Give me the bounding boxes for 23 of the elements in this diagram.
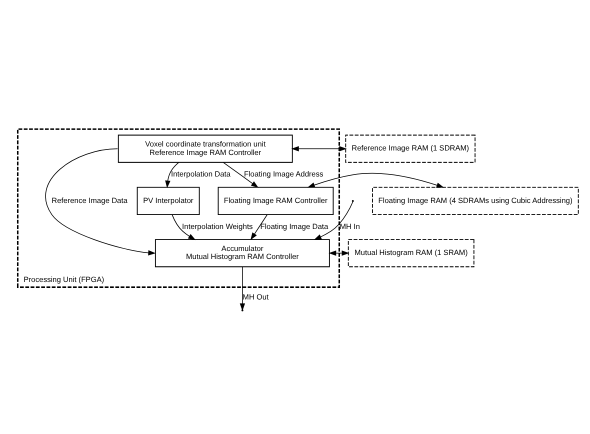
arrow: [307, 172, 444, 188]
node-box: Floating Image RAM (4 SDRAMs using Cubic Addressing): [372, 186, 579, 216]
node-box: Accumulator Mutual Histogram RAM Controller: [154, 239, 330, 268]
edge-label: Interpolation Data: [171, 170, 231, 179]
edge-label: Interpolation Weights: [182, 222, 253, 231]
node-box: Mutual Histogram RAM (1 SRAM): [348, 239, 474, 268]
edge-label: Reference Image Data: [52, 196, 128, 205]
arrow: [165, 162, 179, 188]
arrow: [314, 201, 354, 240]
node-box: Floating Image RAM Controller: [218, 186, 334, 216]
node-box: PV Interpolator: [136, 186, 200, 216]
edge-label: MH Out: [242, 292, 269, 302]
edge-label: MH In: [340, 222, 360, 231]
arrow: [291, 146, 347, 152]
node-box: Reference Image RAM (1 SDRAM): [345, 134, 476, 163]
arrow: [45, 148, 156, 256]
arrow: [223, 162, 259, 188]
arrow: [240, 266, 246, 311]
arrow: [250, 214, 268, 240]
edge-label: Floating Image Address: [244, 170, 324, 179]
node-box: Voxel coordinate transformation unit Reference Image RAM Controller: [118, 134, 293, 163]
arrow: [172, 214, 196, 240]
edge-label: Floating Image Data: [260, 222, 328, 231]
